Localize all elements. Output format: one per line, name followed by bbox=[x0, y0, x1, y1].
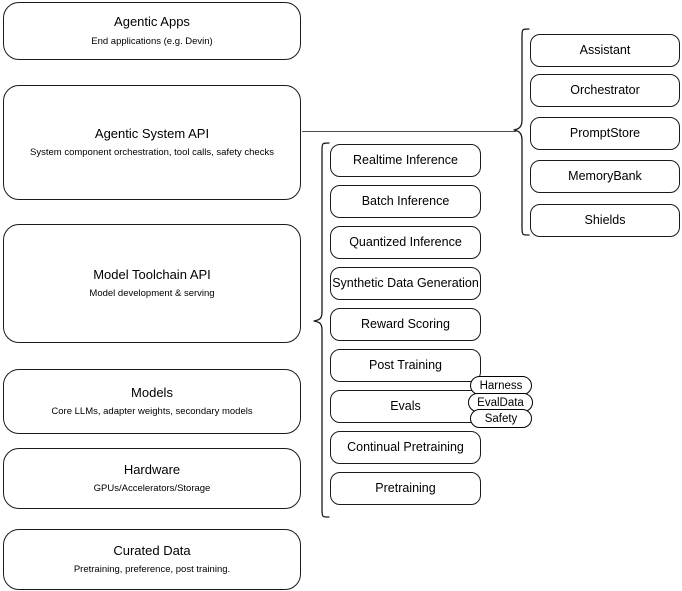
component-box-orchestrator[interactable]: Orchestrator bbox=[530, 74, 680, 107]
layer-subtitle: Pretraining, preference, post training. bbox=[73, 564, 231, 576]
bracket-model-toolchain bbox=[313, 142, 330, 518]
layer-title: Agentic System API bbox=[94, 125, 210, 141]
component-label: Assistant bbox=[579, 42, 631, 57]
capability-label: Pretraining bbox=[375, 480, 436, 495]
layer-subtitle: System component orchestration, tool cal… bbox=[30, 147, 274, 159]
eval-tag-safety[interactable]: Safety bbox=[470, 409, 532, 428]
bracket-agentic-system bbox=[513, 28, 530, 236]
capability-box-realtime-inference[interactable]: Realtime Inference bbox=[330, 144, 481, 177]
capability-label: Batch Inference bbox=[361, 193, 450, 208]
component-box-assistant[interactable]: Assistant bbox=[530, 34, 680, 67]
capability-label: Synthetic Data Generation bbox=[332, 275, 479, 290]
component-label: MemoryBank bbox=[568, 168, 642, 183]
capability-label: Post Training bbox=[369, 357, 442, 372]
layer-box-curated-data[interactable]: Curated Data Pretraining, preference, po… bbox=[3, 529, 301, 590]
layer-subtitle: End applications (e.g. Devin) bbox=[91, 35, 213, 47]
capability-box-synthetic-data-generation[interactable]: Synthetic Data Generation bbox=[330, 267, 481, 300]
component-label: PromptStore bbox=[569, 125, 641, 140]
eval-tag-evaldata[interactable]: EvalData bbox=[468, 393, 533, 412]
connector-line-agentic-system-api bbox=[302, 131, 516, 133]
capability-box-continual-pretraining[interactable]: Continual Pretraining bbox=[330, 431, 481, 464]
capability-box-post-training[interactable]: Post Training bbox=[330, 349, 481, 382]
capability-box-evals[interactable]: Evals bbox=[330, 390, 481, 423]
component-box-memorybank[interactable]: MemoryBank bbox=[530, 160, 680, 193]
layer-subtitle: GPUs/Accelerators/Storage bbox=[93, 483, 211, 495]
capability-label: Evals bbox=[390, 398, 421, 413]
component-box-shields[interactable]: Shields bbox=[530, 204, 680, 237]
component-box-promptstore[interactable]: PromptStore bbox=[530, 117, 680, 150]
capability-box-quantized-inference[interactable]: Quantized Inference bbox=[330, 226, 481, 259]
layer-box-model-toolchain-api[interactable]: Model Toolchain API Model development & … bbox=[3, 224, 301, 343]
capability-label: Realtime Inference bbox=[353, 152, 458, 167]
capability-label: Quantized Inference bbox=[349, 234, 462, 249]
layer-title: Agentic Apps bbox=[114, 14, 190, 30]
capability-label: Continual Pretraining bbox=[347, 439, 464, 454]
capability-box-batch-inference[interactable]: Batch Inference bbox=[330, 185, 481, 218]
layer-subtitle: Core LLMs, adapter weights, secondary mo… bbox=[51, 406, 253, 418]
component-label: Orchestrator bbox=[570, 82, 640, 97]
layer-title: Model Toolchain API bbox=[93, 266, 211, 282]
layer-box-hardware[interactable]: Hardware GPUs/Accelerators/Storage bbox=[3, 448, 301, 509]
layer-box-models[interactable]: Models Core LLMs, adapter weights, secon… bbox=[3, 369, 301, 434]
layer-title: Curated Data bbox=[113, 542, 191, 558]
layer-title: Hardware bbox=[123, 461, 181, 477]
component-label: Shields bbox=[584, 212, 626, 227]
capability-label: Reward Scoring bbox=[361, 316, 450, 331]
layer-box-agentic-system-api[interactable]: Agentic System API System component orch… bbox=[3, 85, 301, 200]
capability-box-pretraining[interactable]: Pretraining bbox=[330, 472, 481, 505]
capability-box-reward-scoring[interactable]: Reward Scoring bbox=[330, 308, 481, 341]
layer-subtitle: Model development & serving bbox=[89, 288, 215, 300]
layer-box-agentic-apps[interactable]: Agentic Apps End applications (e.g. Devi… bbox=[3, 2, 301, 60]
layer-title: Models bbox=[131, 384, 173, 400]
